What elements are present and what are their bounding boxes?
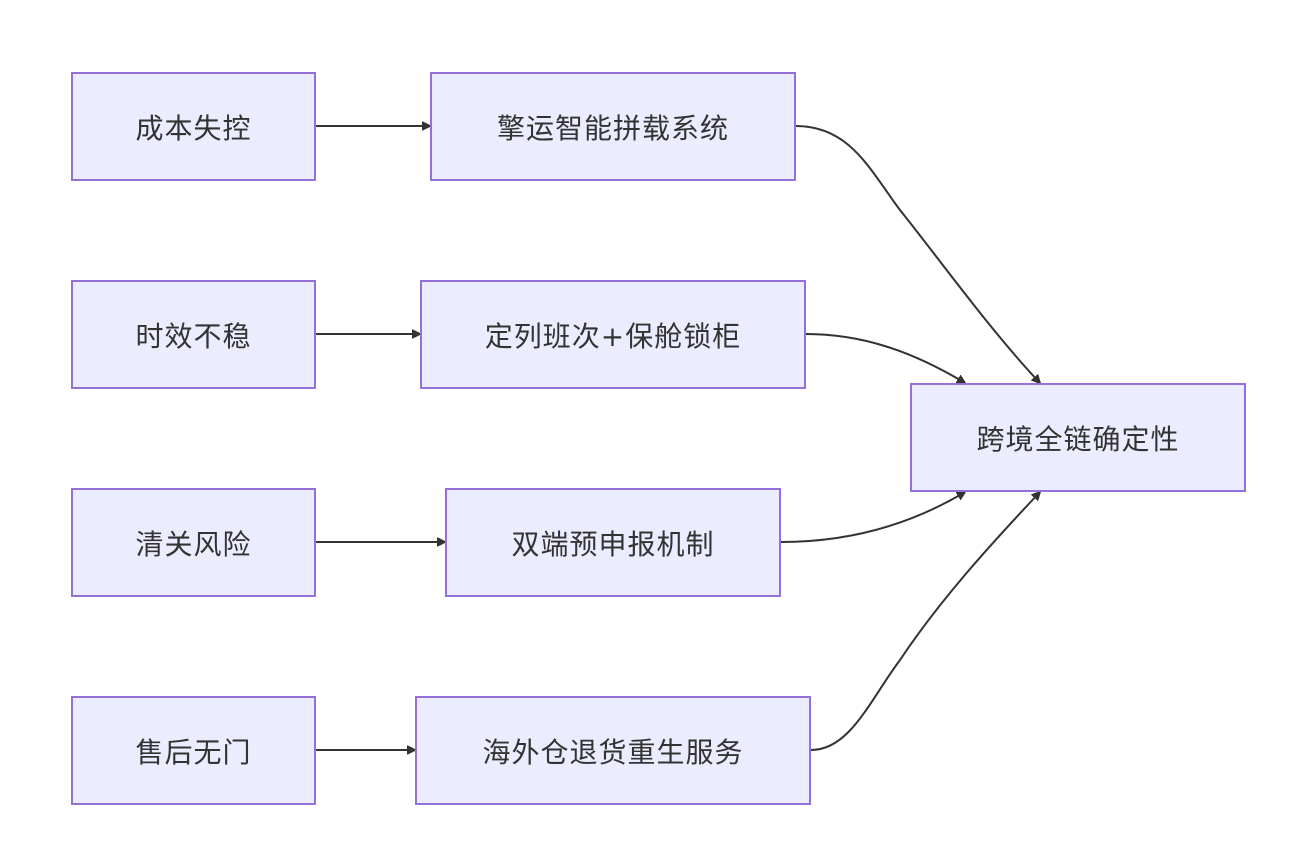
edge-returns-to-outcome bbox=[810, 492, 1040, 751]
node-label: 时效不稳 bbox=[135, 319, 252, 353]
node-label: 擎运智能拼载系统 bbox=[496, 111, 729, 145]
node-solution-declaration: 双端预申报机制 bbox=[445, 488, 781, 597]
node-problem-cost: 成本失控 bbox=[71, 72, 316, 181]
node-problem-aftersales: 售后无门 bbox=[71, 696, 316, 805]
node-solution-consolidation: 擎运智能拼载系统 bbox=[430, 72, 796, 181]
edge-consolidation-to-outcome bbox=[795, 125, 1040, 383]
node-problem-time: 时效不稳 bbox=[71, 280, 316, 389]
node-problem-customs: 清关风险 bbox=[71, 488, 316, 597]
node-label: 售后无门 bbox=[135, 735, 252, 769]
node-label: 跨境全链确定性 bbox=[976, 422, 1180, 456]
edge-declaration-to-outcome bbox=[780, 492, 965, 543]
edge-schedule-to-outcome bbox=[805, 333, 965, 383]
node-solution-schedule: 定列班次+保舱锁柜 bbox=[420, 280, 806, 389]
node-outcome: 跨境全链确定性 bbox=[910, 383, 1246, 492]
node-label: 定列班次+保舱锁柜 bbox=[484, 319, 742, 353]
node-label: 双端预申报机制 bbox=[511, 527, 715, 561]
node-label: 清关风险 bbox=[135, 527, 252, 561]
node-solution-returns: 海外仓退货重生服务 bbox=[415, 696, 811, 805]
node-label: 成本失控 bbox=[135, 111, 252, 145]
node-label: 海外仓退货重生服务 bbox=[482, 735, 744, 769]
